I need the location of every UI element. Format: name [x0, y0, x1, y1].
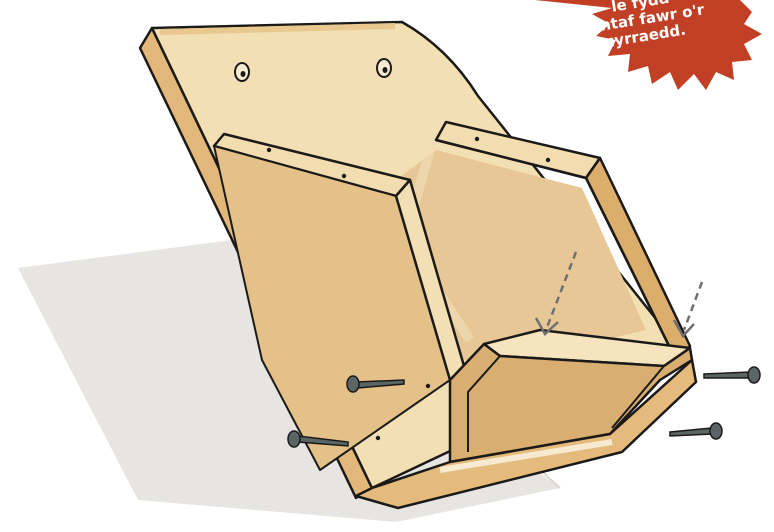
nail-icon: [704, 367, 760, 383]
nail-icon: [670, 423, 722, 439]
screw-hole-right: [377, 59, 391, 77]
screw-hole-left: [235, 63, 249, 81]
